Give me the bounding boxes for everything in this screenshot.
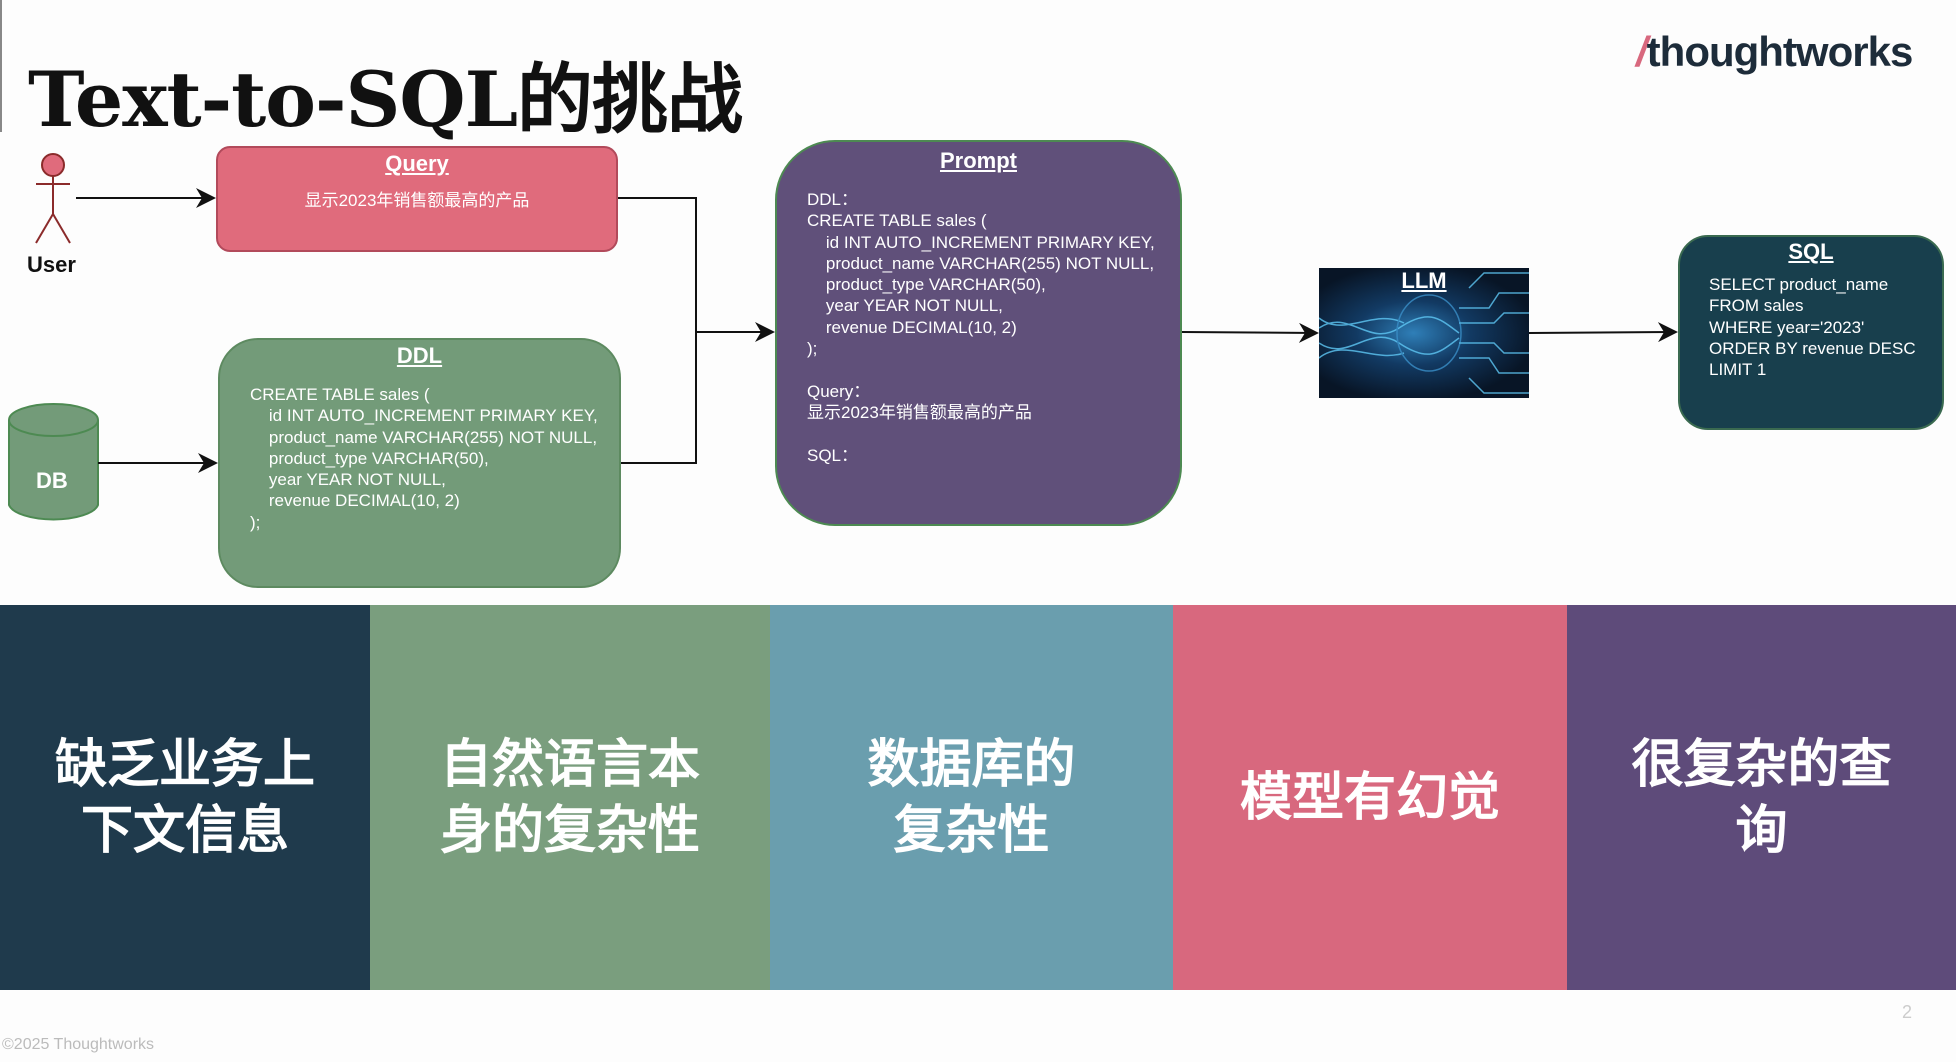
- logo-text: thoughtworks: [1646, 28, 1914, 75]
- arrow-prompt-llm: [1181, 322, 1319, 343]
- db-label: DB: [36, 468, 68, 493]
- slide-title: Text-to-SQL的挑战: [28, 55, 743, 144]
- challenge-text: 很复杂的查 询: [1631, 734, 1892, 861]
- prompt-box: Prompt DDL： CREATE TABLE sales ( id INT …: [775, 140, 1182, 526]
- challenge-panel-database: 数据库的 复杂性: [770, 605, 1173, 990]
- left-border: [0, 0, 2, 132]
- prompt-title: Prompt: [940, 148, 1017, 173]
- connectors: [8, 153, 1678, 521]
- ddl-box: DDL CREATE TABLE sales ( id INT AUTO_INC…: [218, 338, 621, 588]
- query-text: 显示2023年销售额最高的产品: [304, 191, 530, 210]
- challenge-text: 缺乏业务上 下文信息: [54, 734, 315, 861]
- llm-brain-image: LLM: [1319, 268, 1529, 398]
- user-actor-icon: [35, 153, 71, 244]
- challenge-text: 模型有幻觉: [1239, 767, 1500, 828]
- query-title: Query: [385, 151, 449, 176]
- ddl-title: DDL: [396, 343, 443, 368]
- sql-title: SQL: [1788, 239, 1834, 264]
- challenge-text: 数据库的 复杂性: [867, 734, 1076, 861]
- challenge-panel-complex-query: 很复杂的查 询: [1567, 605, 1956, 990]
- arrow-llm-sql: [1528, 322, 1678, 343]
- challenge-text: 自然语言本 身的复杂性: [439, 734, 700, 861]
- ddl-code: CREATE TABLE sales ( id INT AUTO_INCREME…: [250, 385, 598, 532]
- query-box: Query 显示2023年销售额最高的产品: [216, 146, 618, 252]
- logo-slash: /: [1636, 28, 1648, 75]
- sql-box: SQL SELECT product_name FROM sales WHERE…: [1678, 235, 1944, 430]
- sql-code: SELECT product_name FROM sales WHERE yea…: [1709, 275, 1916, 380]
- database-icon: [8, 403, 99, 521]
- challenge-panel-context: 缺乏业务上 下文信息: [0, 605, 370, 990]
- challenge-panel-hallucination: 模型有幻觉: [1173, 605, 1567, 990]
- challenge-panel-language: 自然语言本 身的复杂性: [370, 605, 770, 990]
- connector-merge: [618, 197, 697, 464]
- llm-title: LLM: [1401, 268, 1447, 293]
- footer-copyright: ©2025 Thoughtworks: [2, 1036, 155, 1053]
- neural-circuit-icon: [1319, 272, 1529, 394]
- prompt-code: DDL： CREATE TABLE sales ( id INT AUTO_IN…: [807, 190, 1155, 465]
- thoughtworks-logo: /thoughtworks: [1636, 28, 1914, 76]
- user-label: User: [27, 252, 76, 277]
- page-number: 2: [1902, 1002, 1913, 1022]
